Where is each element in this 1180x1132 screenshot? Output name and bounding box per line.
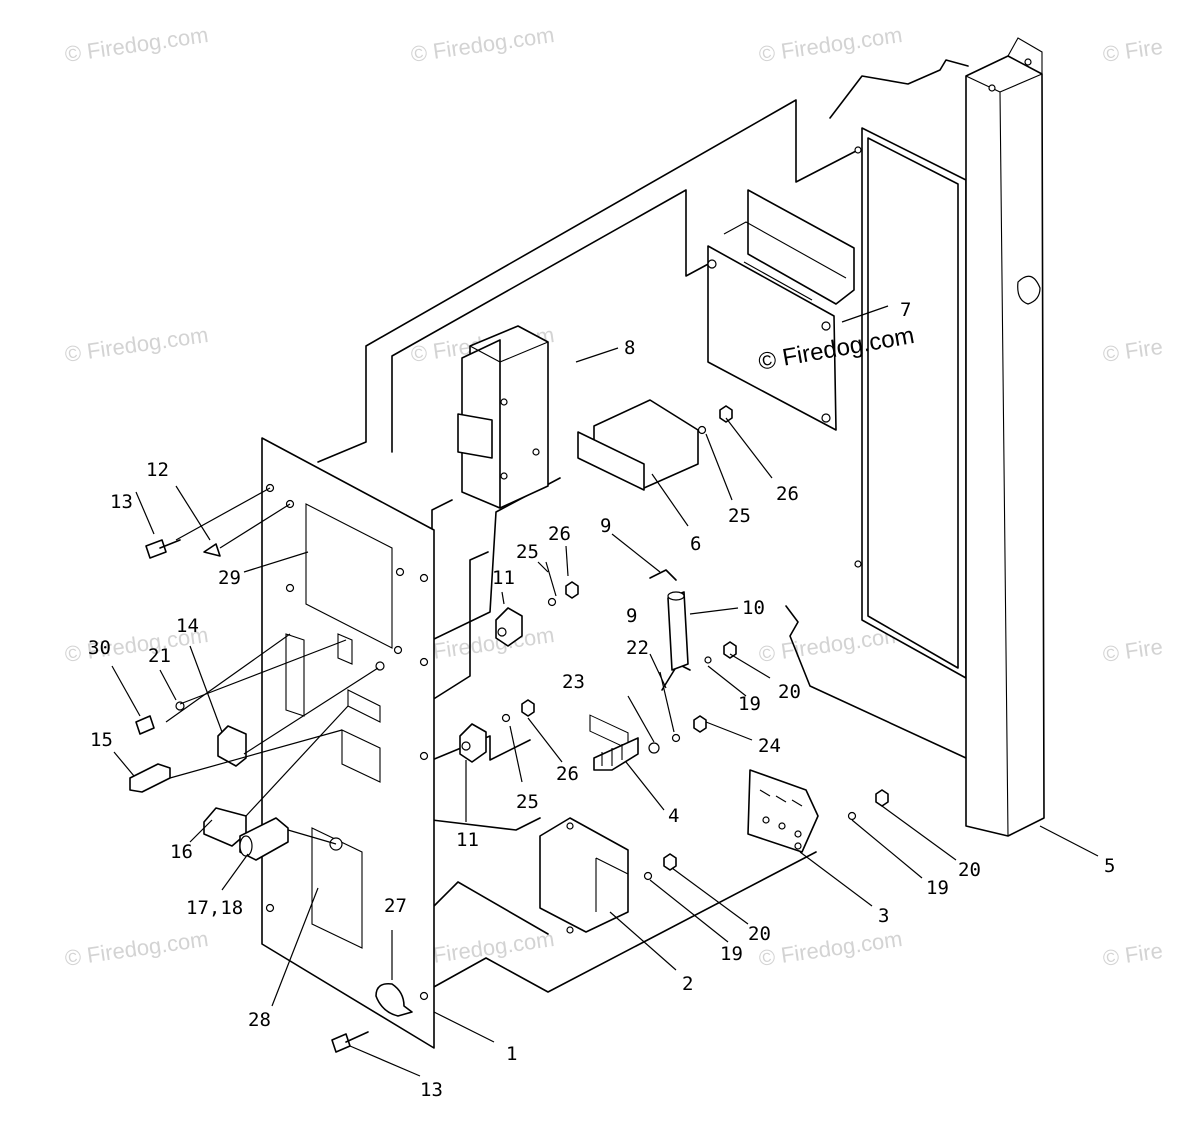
watermark: © Firedog.com bbox=[63, 926, 210, 971]
callout-22: 22 bbox=[626, 637, 649, 659]
watermark: © Firedog.com bbox=[63, 22, 210, 67]
callout-13-upper: 13 bbox=[110, 491, 133, 513]
callout-26-c: 26 bbox=[556, 763, 579, 785]
callout-8: 8 bbox=[624, 337, 635, 359]
callout-25-b: 25 bbox=[516, 541, 539, 563]
callout-7: 7 bbox=[900, 299, 911, 321]
hour-meter-part-6 bbox=[577, 399, 699, 750]
callout-12: 12 bbox=[146, 459, 169, 481]
watermark: © Fire bbox=[1101, 34, 1164, 67]
callout-30: 30 bbox=[88, 637, 111, 659]
watermark: © Firedog.com bbox=[757, 926, 904, 971]
callout-20-a: 20 bbox=[778, 681, 801, 703]
callout-15: 15 bbox=[90, 729, 113, 751]
callout-20-b: 20 bbox=[958, 859, 981, 881]
callout-25-a: 25 bbox=[728, 505, 751, 527]
callout-1: 1 bbox=[506, 1043, 517, 1065]
callout-2: 2 bbox=[682, 973, 693, 995]
hardware-parts bbox=[129, 405, 889, 1053]
leader-lines bbox=[111, 305, 1099, 1077]
callout-28: 28 bbox=[248, 1009, 271, 1031]
callout-21: 21 bbox=[148, 645, 171, 667]
watermark: © Fire bbox=[1101, 334, 1164, 367]
enclosure-outline bbox=[317, 59, 969, 993]
callout-5: 5 bbox=[1104, 855, 1115, 877]
callout-20-c: 20 bbox=[748, 923, 771, 945]
callout-26-a: 26 bbox=[776, 483, 799, 505]
callout-numbers: 1 2 3 4 5 6 7 8 9 9 10 11 11 12 13 13 14… bbox=[88, 299, 1115, 1101]
callout-10: 10 bbox=[742, 597, 765, 619]
callout-9-upper: 9 bbox=[600, 515, 611, 537]
watermark: © Firedog.com bbox=[757, 22, 904, 67]
callout-29: 29 bbox=[218, 567, 241, 589]
callout-13-lower: 13 bbox=[420, 1079, 443, 1101]
callout-19-c: 19 bbox=[720, 943, 743, 965]
callout-6: 6 bbox=[690, 533, 701, 555]
callout-14: 14 bbox=[176, 615, 199, 637]
watermark: © Firedog.com bbox=[63, 322, 210, 367]
callout-23: 23 bbox=[562, 671, 585, 693]
callout-26-b: 26 bbox=[548, 523, 571, 545]
callout-24: 24 bbox=[758, 735, 781, 757]
callout-3: 3 bbox=[878, 905, 889, 927]
watermark: © Firedog.com bbox=[409, 22, 556, 67]
control-panel-part-1 bbox=[261, 437, 435, 1049]
callout-17-18: 17,18 bbox=[186, 897, 243, 919]
circuit-breaker-part-8 bbox=[457, 325, 549, 509]
callout-4: 4 bbox=[668, 805, 679, 827]
callout-25-c: 25 bbox=[516, 791, 539, 813]
callout-19-b: 19 bbox=[926, 877, 949, 899]
callout-27: 27 bbox=[384, 895, 407, 917]
watermark: © Fire bbox=[1101, 634, 1164, 667]
callout-11-lower: 11 bbox=[456, 829, 479, 851]
side-channel-part-5 bbox=[854, 37, 1045, 837]
circuit-board-part-7 bbox=[707, 189, 855, 431]
callout-16: 16 bbox=[170, 841, 193, 863]
callout-11-upper: 11 bbox=[492, 567, 515, 589]
callout-9-lower: 9 bbox=[626, 605, 637, 627]
watermark: © Fire bbox=[1101, 938, 1164, 971]
callout-19-a: 19 bbox=[738, 693, 761, 715]
